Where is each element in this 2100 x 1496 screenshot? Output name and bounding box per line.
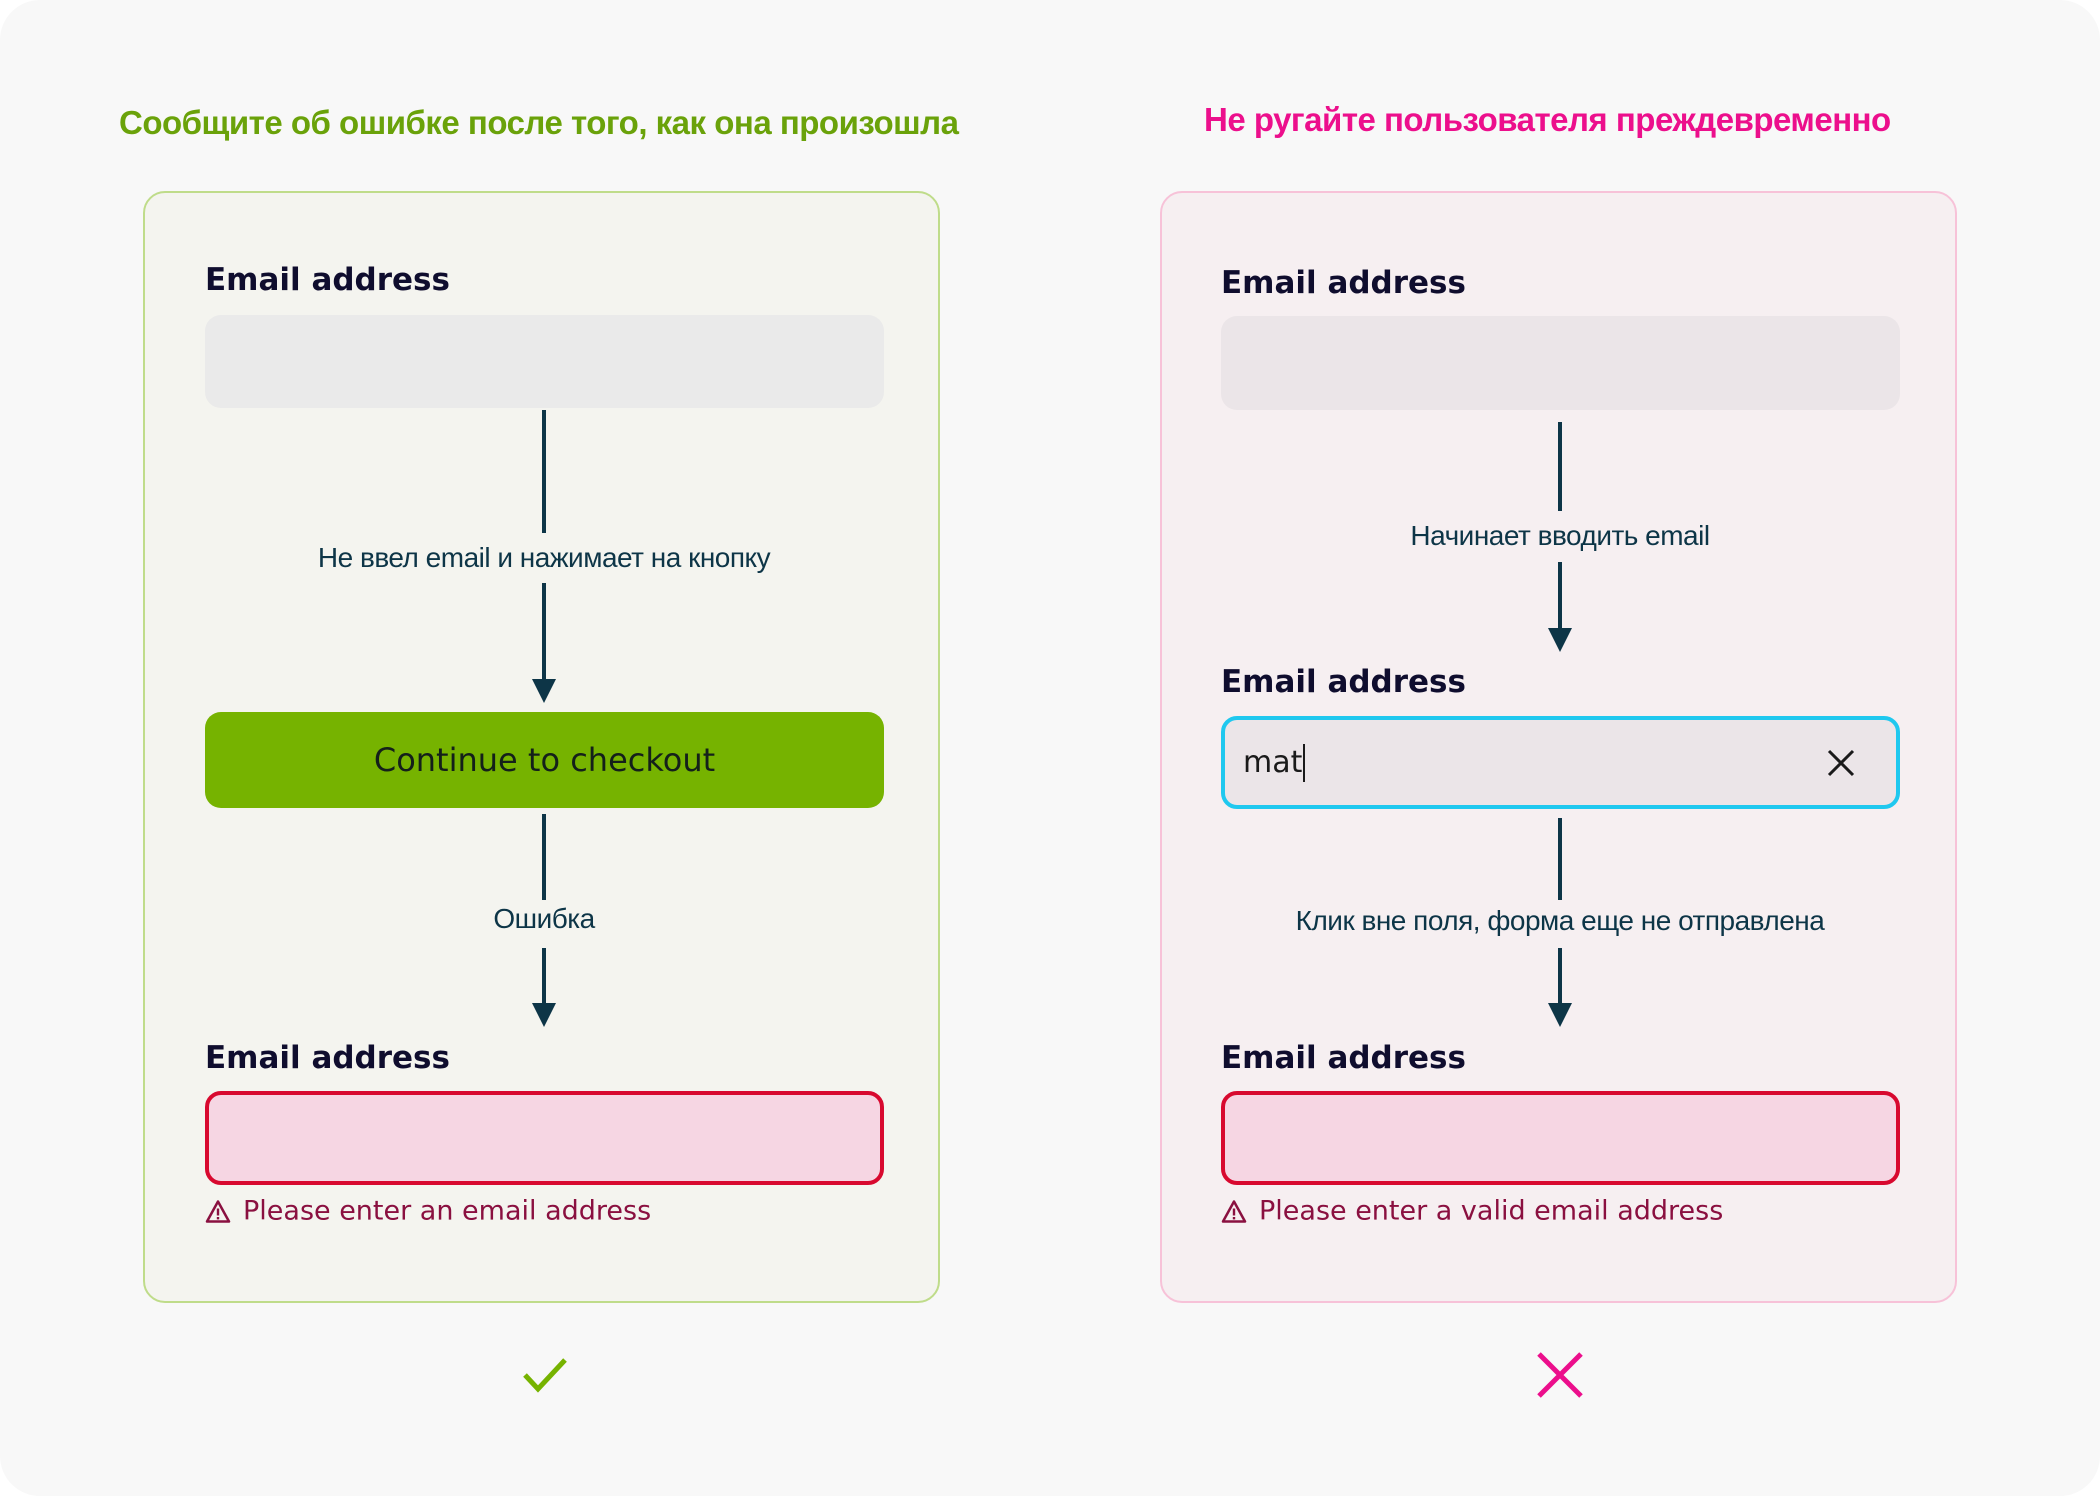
email-label: Email address bbox=[205, 1040, 450, 1076]
email-label: Email address bbox=[1221, 265, 1466, 301]
arrow-down-icon bbox=[532, 1003, 556, 1027]
arrow-line bbox=[542, 814, 546, 900]
step-note: Не ввел email и нажимает на кнопку bbox=[317, 542, 771, 573]
error-text: Please enter a valid email address bbox=[1259, 1195, 1724, 1227]
arrow-line bbox=[1558, 818, 1562, 900]
email-input-focused[interactable]: mat bbox=[1221, 716, 1900, 809]
arrow-line bbox=[542, 410, 546, 533]
email-label: Email address bbox=[205, 262, 450, 298]
step-note: Ошибка bbox=[493, 903, 595, 934]
cross-icon bbox=[1537, 1352, 1583, 1398]
arrow-down-icon bbox=[1548, 1003, 1572, 1027]
email-input-error[interactable] bbox=[205, 1091, 884, 1185]
clear-icon[interactable] bbox=[1826, 748, 1856, 778]
step-note: Клик вне поля, форма еще не отправлена bbox=[1295, 905, 1825, 936]
email-label: Email address bbox=[1221, 664, 1466, 700]
arrow-line bbox=[1558, 422, 1562, 511]
email-input-error[interactable] bbox=[1221, 1091, 1900, 1185]
email-input-empty[interactable] bbox=[1221, 316, 1900, 410]
left-title: Сообщите об ошибке после того, как она п… bbox=[119, 104, 959, 141]
arrow-down-icon bbox=[1548, 628, 1572, 652]
checkmark-icon bbox=[523, 1358, 567, 1393]
error-message: Please enter an email address bbox=[205, 1196, 651, 1227]
arrow-line bbox=[1558, 562, 1562, 632]
error-text: Please enter an email address bbox=[243, 1195, 652, 1227]
error-message: Please enter a valid email address bbox=[1221, 1196, 1723, 1227]
arrow-line bbox=[542, 948, 546, 1006]
arrow-line bbox=[1558, 948, 1562, 1006]
input-value: mat bbox=[1243, 745, 1303, 780]
warning-icon bbox=[1221, 1199, 1247, 1223]
warning-icon bbox=[205, 1199, 231, 1223]
right-title: Не ругайте пользователя преждевременно bbox=[1204, 101, 1891, 138]
arrow-line bbox=[542, 583, 546, 683]
email-input-empty[interactable] bbox=[205, 315, 884, 408]
arrow-down-icon bbox=[532, 679, 556, 703]
email-label: Email address bbox=[1221, 1040, 1466, 1076]
step-note: Начинает вводить email bbox=[1410, 520, 1710, 551]
text-cursor bbox=[1303, 743, 1306, 782]
continue-to-checkout-button[interactable]: Continue to checkout bbox=[205, 712, 884, 808]
